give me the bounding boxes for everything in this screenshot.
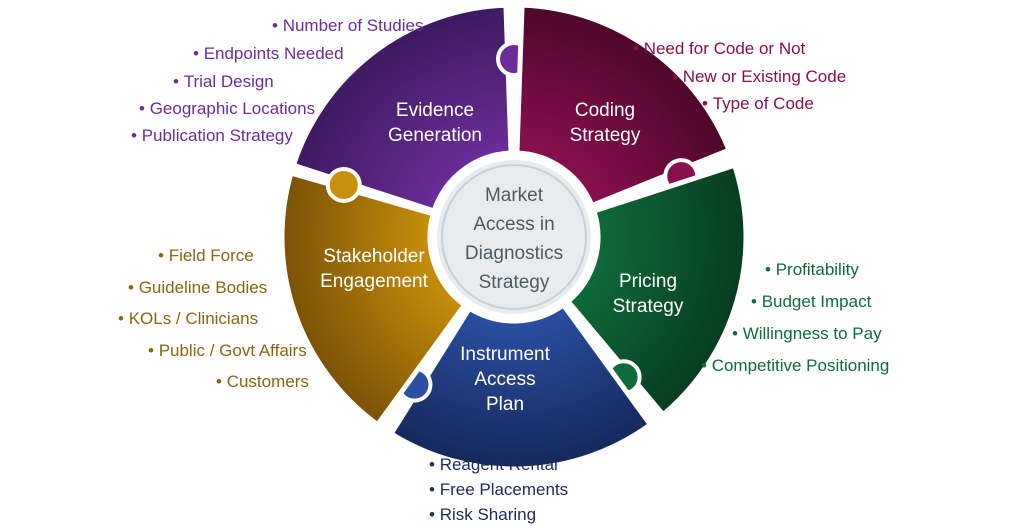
bullet-item: New or Existing Code xyxy=(672,68,846,85)
bullet-item: Public / Govt Affairs xyxy=(148,342,307,359)
segment-label-coding: Strategy xyxy=(570,125,641,146)
segment-label-stakeholder: Engagement xyxy=(320,271,428,292)
segment-stakeholder xyxy=(279,170,468,428)
bullet-item: Number of Studies xyxy=(272,17,424,34)
bullet-item: Need for Code or Not xyxy=(633,40,806,57)
segment-evidence xyxy=(290,2,514,214)
bullet-item: Endpoints Needed xyxy=(193,45,344,62)
bullet-item: Risk Sharing xyxy=(429,506,536,523)
bullet-item: Willingness to Pay xyxy=(732,325,882,342)
bullet-item: Profitability xyxy=(765,261,859,278)
bullet-item: Publication Strategy xyxy=(131,127,293,144)
bullet-item: Type of Code xyxy=(702,95,814,112)
segment-instrument xyxy=(388,302,653,472)
center-line: Access in xyxy=(473,214,554,235)
segment-tab-stakeholder xyxy=(325,166,362,203)
bullet-item: Trial Design xyxy=(173,73,274,90)
center-ring xyxy=(441,164,587,310)
segment-label-evidence: Generation xyxy=(388,125,482,146)
segment-label-evidence: Evidence xyxy=(396,100,474,121)
bullet-item: KOLs / Clinicians xyxy=(118,310,258,327)
bullet-item: Geographic Locations xyxy=(139,100,315,117)
segment-coding xyxy=(514,2,732,209)
bullet-item: Competitive Positioning xyxy=(701,357,890,374)
segment-label-instrument: Instrument xyxy=(460,344,550,365)
segment-label-pricing: Strategy xyxy=(613,296,684,317)
segment-label-stakeholder: Stakeholder xyxy=(323,246,425,267)
bullet-item: Customers xyxy=(216,373,309,390)
bullet-item: Free Placements xyxy=(429,481,569,498)
segment-label-coding: Coding xyxy=(575,100,635,121)
center-hub: Market Access in Diagnostics Strategy xyxy=(431,154,597,320)
segment-label-pricing: Pricing xyxy=(619,271,677,292)
segment-label-instrument: Access xyxy=(474,369,535,390)
segment-pricing xyxy=(565,162,749,418)
wheel-segments xyxy=(279,2,749,472)
bullet-item: Guideline Bodies xyxy=(128,279,268,296)
center-circle xyxy=(431,154,597,320)
bullet-item: Reagent Rental xyxy=(429,456,558,473)
segment-label-instrument: Plan xyxy=(486,394,524,415)
center-line: Strategy xyxy=(479,272,550,293)
segment-labels: Evidence Generation Coding Strategy Pric… xyxy=(320,100,684,415)
bullet-item: Field Force xyxy=(158,247,254,264)
bullet-item: Budget Impact xyxy=(751,293,872,310)
center-line: Diagnostics xyxy=(465,243,563,264)
center-line: Market xyxy=(485,185,544,206)
